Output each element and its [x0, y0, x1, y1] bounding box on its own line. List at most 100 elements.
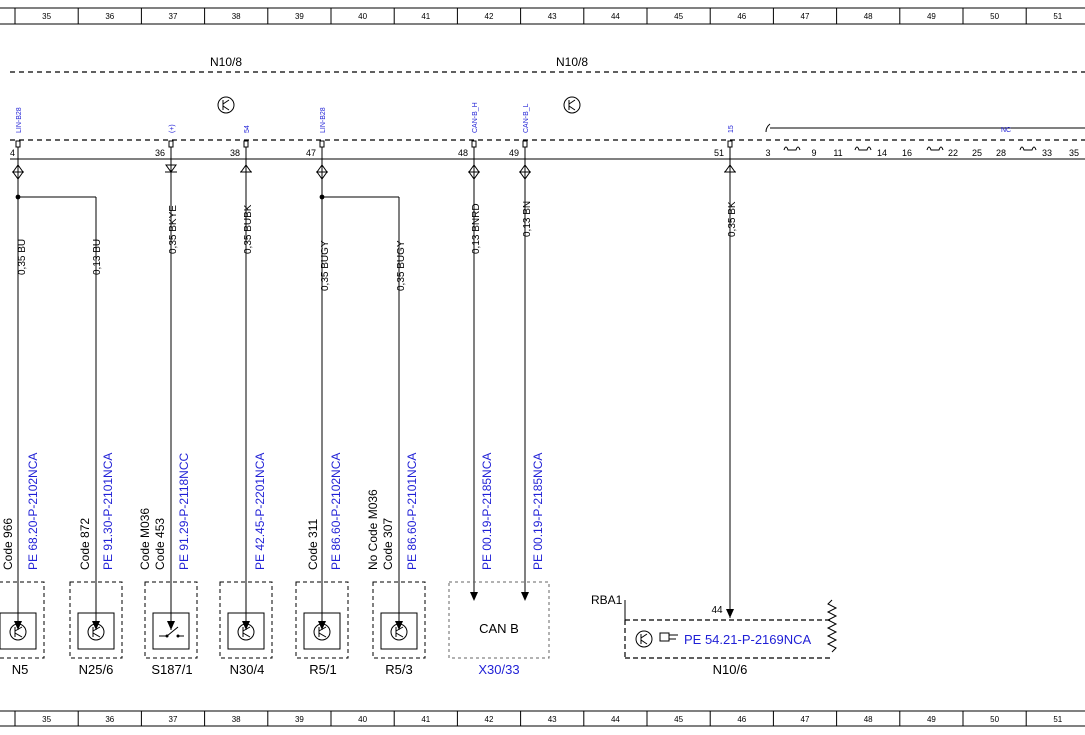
- doc-ref-link[interactable]: PE 86.60-P-2101NCA: [405, 453, 419, 570]
- code-label: No Code M036: [366, 489, 380, 570]
- grid-number: 44: [611, 715, 620, 724]
- wire-group: [17, 172, 731, 630]
- wire-label: 0,35 BUBK: [243, 204, 254, 254]
- grid-number: 43: [548, 12, 557, 21]
- pin-number: 38: [230, 148, 240, 158]
- wire-label: 0,35 BU: [17, 239, 28, 275]
- doc-ref-link[interactable]: PE 42.45-P-2201NCA: [253, 453, 267, 570]
- transistor-icon: [217, 96, 235, 114]
- rba-pin: 44: [711, 605, 723, 616]
- wire-label: 0,35 BKYE: [168, 205, 179, 254]
- doc-ref-link[interactable]: PE 54.21-P-2169NCA: [684, 632, 812, 647]
- transistor-icon: [87, 623, 105, 641]
- grid-ruler-bottom: [0, 710, 1085, 727]
- signal-label: LIN-B28: [320, 107, 327, 133]
- signal-label: (+): [169, 124, 176, 133]
- pin-number: 11: [833, 148, 842, 158]
- component-label: N25/6: [79, 662, 114, 677]
- pin-stub: [522, 140, 528, 148]
- wire-label: 0,35 BUGY: [396, 240, 407, 291]
- down-arrow-icon: [165, 164, 177, 173]
- transistor-icon: [313, 623, 331, 641]
- switch-icon: [176, 634, 180, 638]
- grid-ruler-top: [0, 7, 1085, 25]
- component-label[interactable]: X30/33: [478, 662, 519, 677]
- doc-ref-link[interactable]: PE 86.60-P-2102NCA: [329, 453, 343, 570]
- signal-label: CAN-B_H: [472, 102, 479, 133]
- pin-number: 28: [996, 148, 1006, 158]
- pin-number: 51: [714, 148, 724, 158]
- grid-number: 49: [927, 715, 936, 724]
- wire-arrowhead: [14, 621, 22, 630]
- transistor-icon: [242, 626, 251, 632]
- switch-icon: [166, 626, 179, 637]
- module-label-left: N10/8: [210, 55, 242, 69]
- code-label: Code 307: [381, 518, 395, 570]
- component-symbol-box: [77, 612, 115, 650]
- pin-stub: [15, 140, 21, 148]
- grid-number: 41: [421, 12, 430, 21]
- signal-label: 54: [244, 125, 251, 133]
- grid-number: 40: [358, 12, 367, 21]
- can-box-label: CAN B: [479, 621, 519, 636]
- grid-number: 41: [421, 715, 430, 724]
- transistor-icon: [14, 626, 23, 632]
- module-label-right: N10/8: [556, 55, 588, 69]
- transistor-icon: [395, 632, 404, 638]
- transistor-icon: [242, 632, 251, 638]
- component-symbol-box: [227, 612, 265, 650]
- transistor-icon: [9, 623, 27, 641]
- grid-number: 51: [1053, 715, 1062, 724]
- doc-ref-link[interactable]: PE 68.20-P-2102NCA: [26, 453, 40, 570]
- grid-number: 42: [485, 715, 494, 724]
- pin-stub: [168, 140, 174, 148]
- grid-number: 45: [674, 12, 683, 21]
- pin-number: 33: [1042, 148, 1052, 158]
- grid-number: 48: [864, 12, 873, 21]
- wire-label: 0,35 BK: [727, 201, 738, 237]
- grid-number: 49: [927, 12, 936, 21]
- grid-number: 39: [295, 12, 304, 21]
- transistor-icon: [14, 632, 23, 638]
- grid-number: 46: [737, 12, 746, 21]
- pin-stubs: [12, 140, 736, 185]
- component-label: N5: [12, 662, 29, 677]
- component-boxes: [0, 581, 734, 659]
- doc-ref-link[interactable]: PE 00.19-P-2185NCA: [531, 453, 545, 570]
- component-box: [219, 581, 273, 659]
- signal-label: CAN-B_L: [523, 103, 530, 133]
- doc-ref-link[interactable]: PE 91.29-P-2118NCC: [177, 452, 191, 570]
- pin-number: 14: [877, 148, 887, 158]
- doc-ref-link[interactable]: PE 91.30-P-2101NCA: [101, 453, 115, 570]
- pin-number: 49: [509, 148, 519, 158]
- pin-stub: [727, 140, 733, 148]
- pin-number: 47: [306, 148, 316, 158]
- transistor-icon: [563, 96, 581, 114]
- pin-stub: [243, 140, 249, 148]
- pin-number: 35: [1069, 148, 1079, 158]
- component-label: N10/6: [713, 662, 748, 677]
- pin-number: 4: [10, 148, 15, 158]
- wire-arrowhead: [726, 609, 734, 618]
- transistor-icon: [92, 626, 101, 632]
- component-box: [0, 581, 45, 659]
- bidirectional-arrow-icon: [12, 164, 24, 180]
- pin-number: 3: [765, 148, 770, 158]
- pin-number: 48: [458, 148, 468, 158]
- wire-arrowhead: [92, 621, 100, 630]
- bidirectional-arrow-icon: [316, 164, 328, 180]
- grid-number: 45: [674, 715, 683, 724]
- transistor-icon: [635, 630, 653, 648]
- signal-label: 15: [728, 125, 735, 133]
- grid-number: 47: [801, 715, 810, 724]
- wire-arrowhead: [395, 621, 403, 630]
- pin-number: 36: [155, 148, 165, 158]
- component-symbol-box: [152, 612, 190, 650]
- grid-number: 37: [169, 715, 178, 724]
- component-label: S187/1: [151, 662, 192, 677]
- grid-number: 35: [42, 715, 51, 724]
- component-symbol-box: [380, 612, 418, 650]
- grid-number: 38: [232, 12, 241, 21]
- doc-ref-link[interactable]: PE 00.19-P-2185NCA: [480, 453, 494, 570]
- nc-label: NC: [1001, 127, 1011, 134]
